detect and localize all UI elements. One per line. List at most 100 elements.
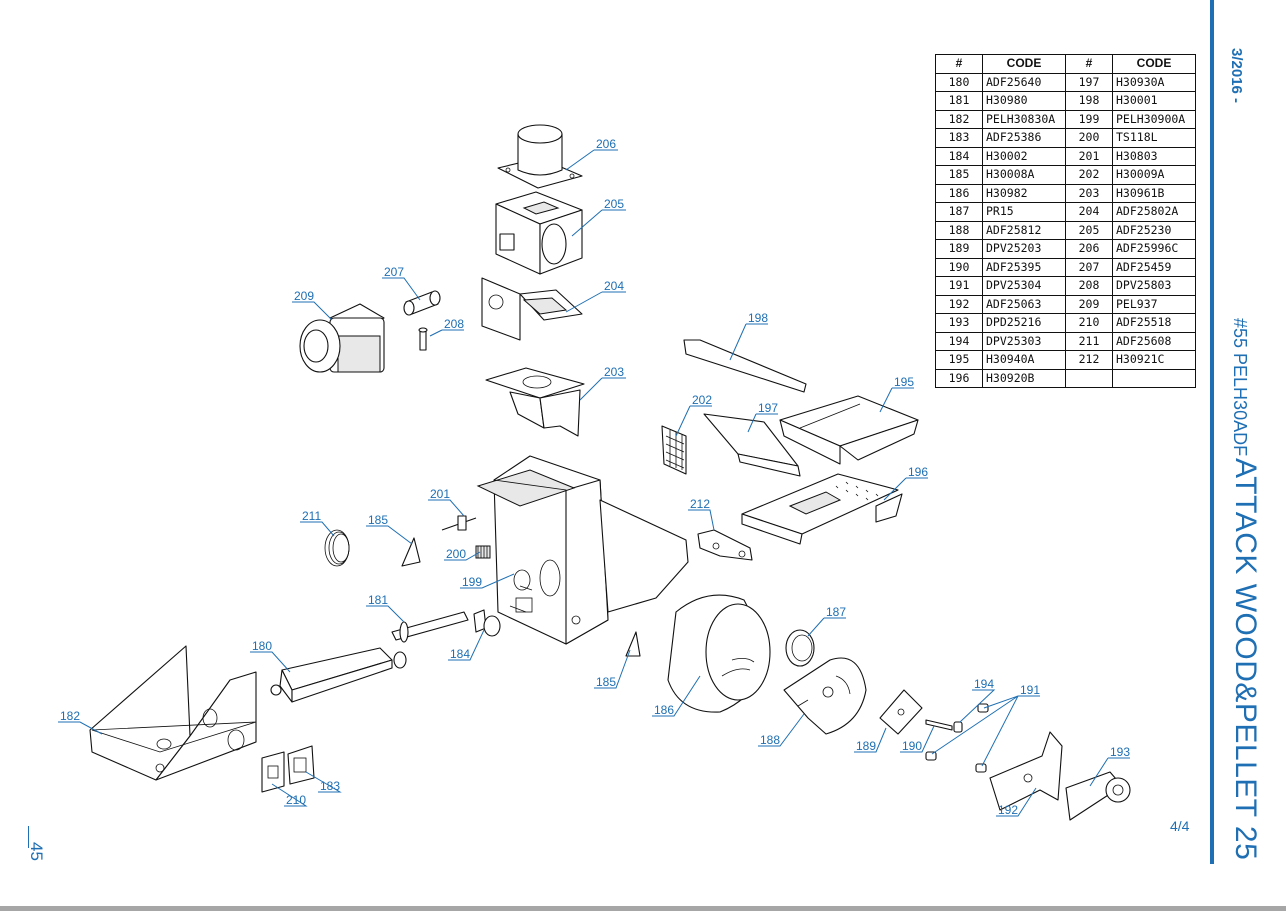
part-185-bracket-b [625, 631, 641, 657]
part-189-impeller [879, 689, 923, 735]
part-code-cell: H30002 [982, 146, 1066, 166]
callout-193: 193 [1110, 745, 1130, 759]
part-185-bracket-a [401, 537, 421, 567]
callout-198: 198 [748, 311, 768, 325]
part-code-cell: H30920B [982, 368, 1066, 388]
callout-188: 188 [760, 733, 780, 747]
part-code-cell: ADF25230 [1112, 220, 1196, 240]
part-192-motor-plate [989, 731, 1063, 811]
model-code: #55 PELH30ADF [1230, 318, 1250, 457]
page-number-divider [28, 826, 29, 848]
part-code-cell: PEL937 [1112, 294, 1196, 314]
callout-189: 189 [856, 739, 876, 753]
part-number-cell: 205 [1065, 220, 1113, 240]
part-code-cell: H30940A [982, 350, 1066, 370]
part-code-cell: PELH30900A [1112, 109, 1196, 129]
part-201-igniter [441, 515, 477, 531]
part-number-cell: 197 [1065, 72, 1113, 92]
part-number-cell: 191 [935, 276, 983, 296]
callout-182: 182 [60, 709, 80, 723]
part-195-ash-tray [779, 395, 919, 465]
part-code-cell: H30980 [982, 91, 1066, 111]
table-header-row: # CODE # CODE [935, 54, 1196, 74]
part-number-cell: 206 [1065, 239, 1113, 259]
callout-209: 209 [294, 289, 314, 303]
part-number-cell: 190 [935, 257, 983, 277]
callout-192: 192 [998, 803, 1018, 817]
part-code-cell: H30803 [1112, 146, 1196, 166]
part-number-cell: 212 [1065, 350, 1113, 370]
callout-191: 191 [1020, 683, 1040, 697]
callout-185-lower: 185 [596, 675, 616, 689]
part-212-hinge [697, 529, 753, 561]
part-code-cell: ADF25608 [1112, 331, 1196, 351]
part-code-cell: H30001 [1112, 91, 1196, 111]
callout-186: 186 [654, 703, 674, 717]
callout-labels: 206 205 207 209 204 208 198 203 195 202 … [60, 137, 1130, 817]
page-bottom-edge [0, 906, 1286, 911]
part-209-motor [299, 303, 385, 373]
callout-leader-lines [58, 149, 1130, 817]
part-code-cell: PR15 [982, 202, 1066, 222]
callout-211: 211 [302, 509, 321, 523]
part-code-cell: DPV25203 [982, 239, 1066, 259]
part-number-cell: 201 [1065, 146, 1113, 166]
part-code-cell: H30982 [982, 183, 1066, 203]
part-183-connector-plate [287, 745, 315, 785]
column-header-number: # [1065, 54, 1113, 74]
callout-196: 196 [908, 465, 928, 479]
part-code-cell: DPV25304 [982, 276, 1066, 296]
part-186-fan-housing [667, 594, 771, 713]
part-number-cell: 187 [935, 202, 983, 222]
part-207-coupling [403, 290, 441, 316]
part-number-cell: 202 [1065, 165, 1113, 185]
callout-204: 204 [604, 279, 624, 293]
part-code-cell: H30930A [1112, 72, 1196, 92]
part-198-guide-strip [683, 339, 807, 393]
part-number-cell: 182 [935, 109, 983, 129]
callout-183: 183 [320, 779, 340, 793]
callout-187: 187 [826, 605, 846, 619]
part-code-cell: H30009A [1112, 165, 1196, 185]
part-number-cell: 184 [935, 146, 983, 166]
callout-208: 208 [444, 317, 464, 331]
part-204-mounting-bracket [481, 277, 583, 341]
part-194-bushing [953, 721, 963, 733]
callout-199: 199 [462, 575, 482, 589]
callout-190: 190 [902, 739, 922, 753]
part-code-cell: ADF25063 [982, 294, 1066, 314]
part-code-cell: ADF25996C [1112, 239, 1196, 259]
column-header-code: CODE [1112, 54, 1196, 74]
callout-195: 195 [894, 375, 914, 389]
callout-200: 200 [446, 547, 466, 561]
revision-date: 3/2016 - [1228, 48, 1245, 104]
part-number-cell [1065, 368, 1113, 388]
part-number-cell: 199 [1065, 109, 1113, 129]
part-210-connector-plate [261, 751, 285, 793]
part-code-cell: ADF25640 [982, 72, 1066, 92]
part-211-cable-coil [324, 529, 350, 567]
part-number-cell: 183 [935, 128, 983, 148]
callout-197: 197 [758, 401, 778, 415]
part-number-cell: 180 [935, 72, 983, 92]
part-code-cell: ADF25459 [1112, 257, 1196, 277]
part-code-cell: PELH30830A [982, 109, 1066, 129]
part-number-cell: 193 [935, 313, 983, 333]
part-199-burner-body [476, 455, 689, 645]
part-197-deflector [703, 413, 801, 477]
callout-180: 180 [252, 639, 272, 653]
callout-201: 201 [430, 487, 450, 501]
part-code-cell: DPV25803 [1112, 276, 1196, 296]
part-number-cell: 186 [935, 183, 983, 203]
part-code-cell: ADF25812 [982, 220, 1066, 240]
callout-181: 181 [368, 593, 388, 607]
